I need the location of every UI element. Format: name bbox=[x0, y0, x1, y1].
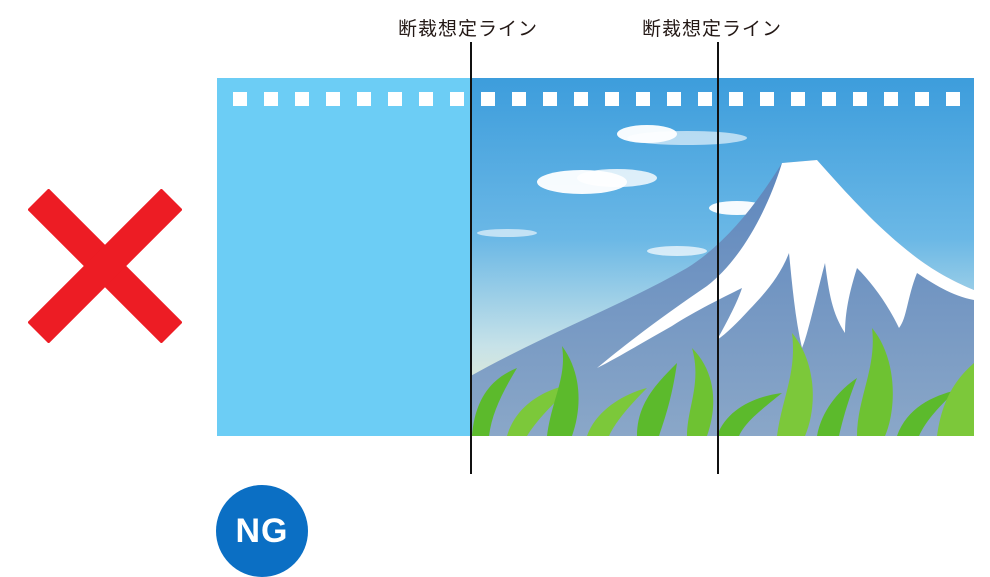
cut-line-label-right: 断裁想定ライン bbox=[642, 18, 783, 40]
clouds bbox=[477, 125, 765, 256]
tea-leaves bbox=[472, 328, 974, 436]
cut-line-label-left: 断裁想定ライン bbox=[398, 18, 539, 40]
cut-line-right bbox=[717, 42, 719, 474]
ng-badge: NG bbox=[216, 485, 308, 577]
snow-cap bbox=[597, 160, 974, 368]
cross-mark-icon bbox=[28, 189, 182, 343]
bleed-flat-fill bbox=[217, 78, 471, 436]
cut-line-left bbox=[470, 42, 472, 474]
dashed-border bbox=[233, 92, 960, 106]
artwork-image bbox=[217, 78, 974, 436]
